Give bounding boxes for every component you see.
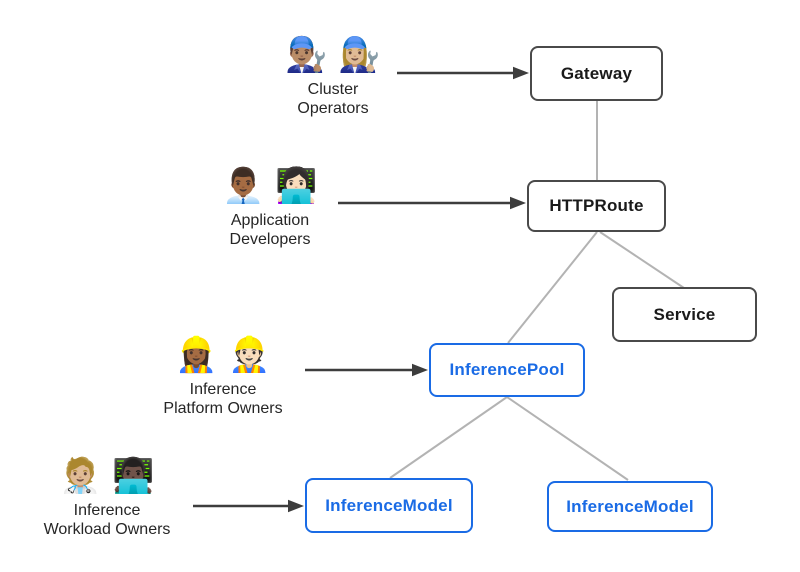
inference-workload-owners-label: Inference Workload Owners: [17, 501, 197, 539]
inference-platform-owners-label: Inference Platform Owners: [133, 380, 313, 418]
node-httproute: HTTPRoute: [527, 180, 666, 232]
persona-cluster-operators: 👨🏽‍🔧 👩🏼‍🔧 Cluster Operators: [253, 33, 413, 118]
edge-inferencepool-inferencemodel-left: [389, 396, 508, 479]
inference-workload-owners-label-line1: Inference: [73, 502, 141, 519]
edge-httproute-inferencepool: [507, 231, 598, 344]
node-service-label: Service: [653, 304, 716, 324]
arrow-application-developers-httproute: [338, 196, 526, 210]
node-inferencepool-label: InferencePool: [449, 360, 565, 379]
inference-platform-owners-icon: 👷🏾‍♀️ 👷🏻: [175, 335, 271, 375]
persona-application-developers: 👨🏾‍💼 👩🏻‍💻 Application Developers: [190, 164, 350, 249]
cluster-operators-label: Cluster Operators: [253, 80, 413, 118]
cluster-operators-label-line1: Cluster: [307, 81, 359, 98]
cluster-operators-label-line2: Operators: [297, 100, 369, 117]
node-service: Service: [612, 287, 757, 342]
application-developers-label-line2: Developers: [229, 231, 311, 248]
application-developers-label-line1: Application: [230, 212, 310, 229]
persona-inference-platform-owners: 👷🏾‍♀️ 👷🏻 Inference Platform Owners: [133, 333, 313, 418]
node-gateway: Gateway: [530, 46, 663, 101]
node-inferencemodel-right: InferenceModel: [547, 481, 713, 532]
node-inferencemodel-left-label: InferenceModel: [325, 495, 453, 515]
cluster-operators-icon: 👨🏽‍🔧 👩🏼‍🔧: [285, 35, 381, 75]
inference-platform-owners-label-line1: Inference: [189, 381, 257, 398]
node-gateway-label: Gateway: [560, 63, 633, 83]
node-inferencemodel-right-label: InferenceModel: [566, 496, 694, 516]
node-httproute-label: HTTPRoute: [549, 196, 644, 215]
inference-workload-owners-icon: 🧑🏼‍⚕️ 👨🏿‍💻: [59, 456, 155, 496]
arrow-inference-workload-owners-inferencemodel: [193, 499, 304, 513]
application-developers-label: Application Developers: [190, 211, 350, 249]
arrow-cluster-operators-gateway: [397, 66, 529, 80]
inference-platform-owners-label-line2: Platform Owners: [163, 400, 283, 417]
application-developers-icon: 👨🏾‍💼 👩🏻‍💻: [222, 166, 318, 206]
node-inferencepool: InferencePool: [429, 343, 585, 397]
edge-inferencepool-inferencemodel-right: [506, 396, 629, 481]
inference-workload-owners-label-line2: Workload Owners: [43, 521, 171, 538]
node-inferencemodel-left: InferenceModel: [305, 478, 473, 533]
persona-inference-workload-owners: 🧑🏼‍⚕️ 👨🏿‍💻 Inference Workload Owners: [17, 454, 197, 539]
arrow-inference-platform-owners-inferencepool: [305, 363, 428, 377]
edge-httproute-service: [599, 231, 685, 289]
